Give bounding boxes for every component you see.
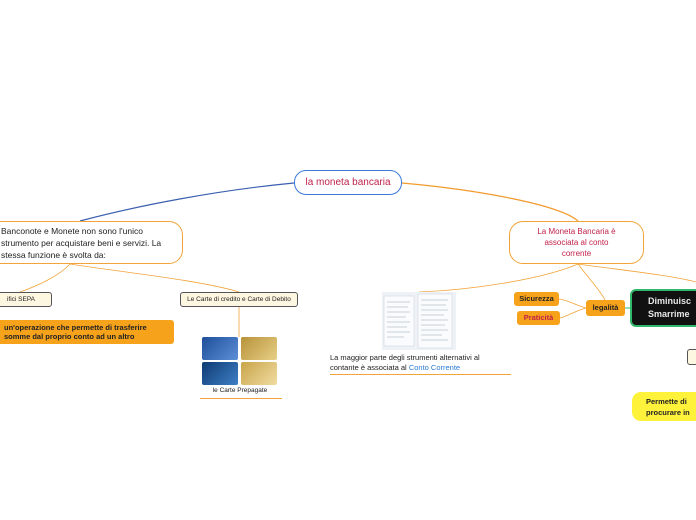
card-gold-1 xyxy=(241,337,277,360)
left-main-line-2: strumento per acquistare beni e servizi.… xyxy=(1,238,162,248)
cropped-node[interactable] xyxy=(687,349,696,365)
connector-right-legalita xyxy=(577,263,606,301)
dark-line-1: Diminuisc xyxy=(648,296,692,306)
carte-label: Le Carte di credito e Carte di Debito xyxy=(187,296,291,303)
praticita-label: Praticità xyxy=(523,313,554,322)
prepagate-underline xyxy=(200,398,282,399)
sepa-label: ifici SEPA xyxy=(6,296,36,303)
prepagate-label: le Carte Prepagate xyxy=(212,387,268,394)
legalita-node[interactable]: legalità xyxy=(586,300,625,316)
connector-left-carte xyxy=(69,263,240,293)
statement-text: La maggior parte degli strumenti alterna… xyxy=(330,353,480,372)
sepa-desc-line-1: un'operazione che permette di trasferire xyxy=(4,323,147,332)
right-main-node[interactable]: La Moneta Bancaria è associata al conto … xyxy=(509,221,644,264)
sepa-desc-line-2: somme dal proprio conto ad un altro xyxy=(4,332,135,341)
payment-cards-image xyxy=(202,337,277,385)
praticita-node[interactable]: Praticità xyxy=(517,311,560,325)
conto-corrente-node[interactable]: La maggior parte degli strumenti alterna… xyxy=(330,353,510,373)
sepa-description-node[interactable]: un'operazione che permette di trasferire… xyxy=(0,320,174,344)
bank-statement-image xyxy=(382,292,456,350)
connector-right-sheet xyxy=(418,263,579,293)
left-main-line-3: stessa funzione è svolta da: xyxy=(1,250,106,260)
dark-line-2: Smarrime xyxy=(648,309,690,319)
connector-legalita-sicurezza xyxy=(558,298,587,309)
connector-left-sepa xyxy=(19,263,71,293)
left-main-line-1: Banconote e Monete non sono l'unico xyxy=(1,226,143,236)
conto-corrente-link[interactable]: Conto Corrente xyxy=(408,363,461,372)
statement-underline xyxy=(330,374,511,375)
root-label: la moneta bancaria xyxy=(305,177,391,188)
prepagate-node[interactable]: le Carte Prepagate xyxy=(200,387,280,394)
sicurezza-node[interactable]: Sicurezza xyxy=(514,292,559,306)
left-main-node[interactable]: Banconote e Monete non sono l'unico stru… xyxy=(0,221,183,264)
permette-node[interactable]: Permette di procurare in xyxy=(632,392,696,421)
right-main-line-3: corrente xyxy=(561,249,592,258)
card-gold-2 xyxy=(241,362,277,385)
connector-legalita-praticita xyxy=(559,307,587,319)
right-main-line-1: La Moneta Bancaria è xyxy=(537,227,616,236)
card-blue-2 xyxy=(202,362,238,385)
card-blue-1 xyxy=(202,337,238,360)
sepa-node[interactable]: ifici SEPA xyxy=(0,292,52,307)
carte-node[interactable]: Le Carte di credito e Carte di Debito xyxy=(180,292,298,307)
right-main-line-2: associata al conto xyxy=(544,238,609,247)
connector-root-right xyxy=(401,182,579,222)
connector-root-left xyxy=(79,182,295,222)
connector-right-far xyxy=(577,263,696,283)
diminuisce-node[interactable]: Diminuisc Smarrime xyxy=(630,289,696,327)
sicurezza-label: Sicurezza xyxy=(519,294,554,303)
yellow-line-1: Permette di xyxy=(646,397,687,406)
root-node[interactable]: la moneta bancaria xyxy=(294,170,402,195)
yellow-line-2: procurare in xyxy=(646,408,690,417)
legalita-label: legalità xyxy=(592,303,619,312)
